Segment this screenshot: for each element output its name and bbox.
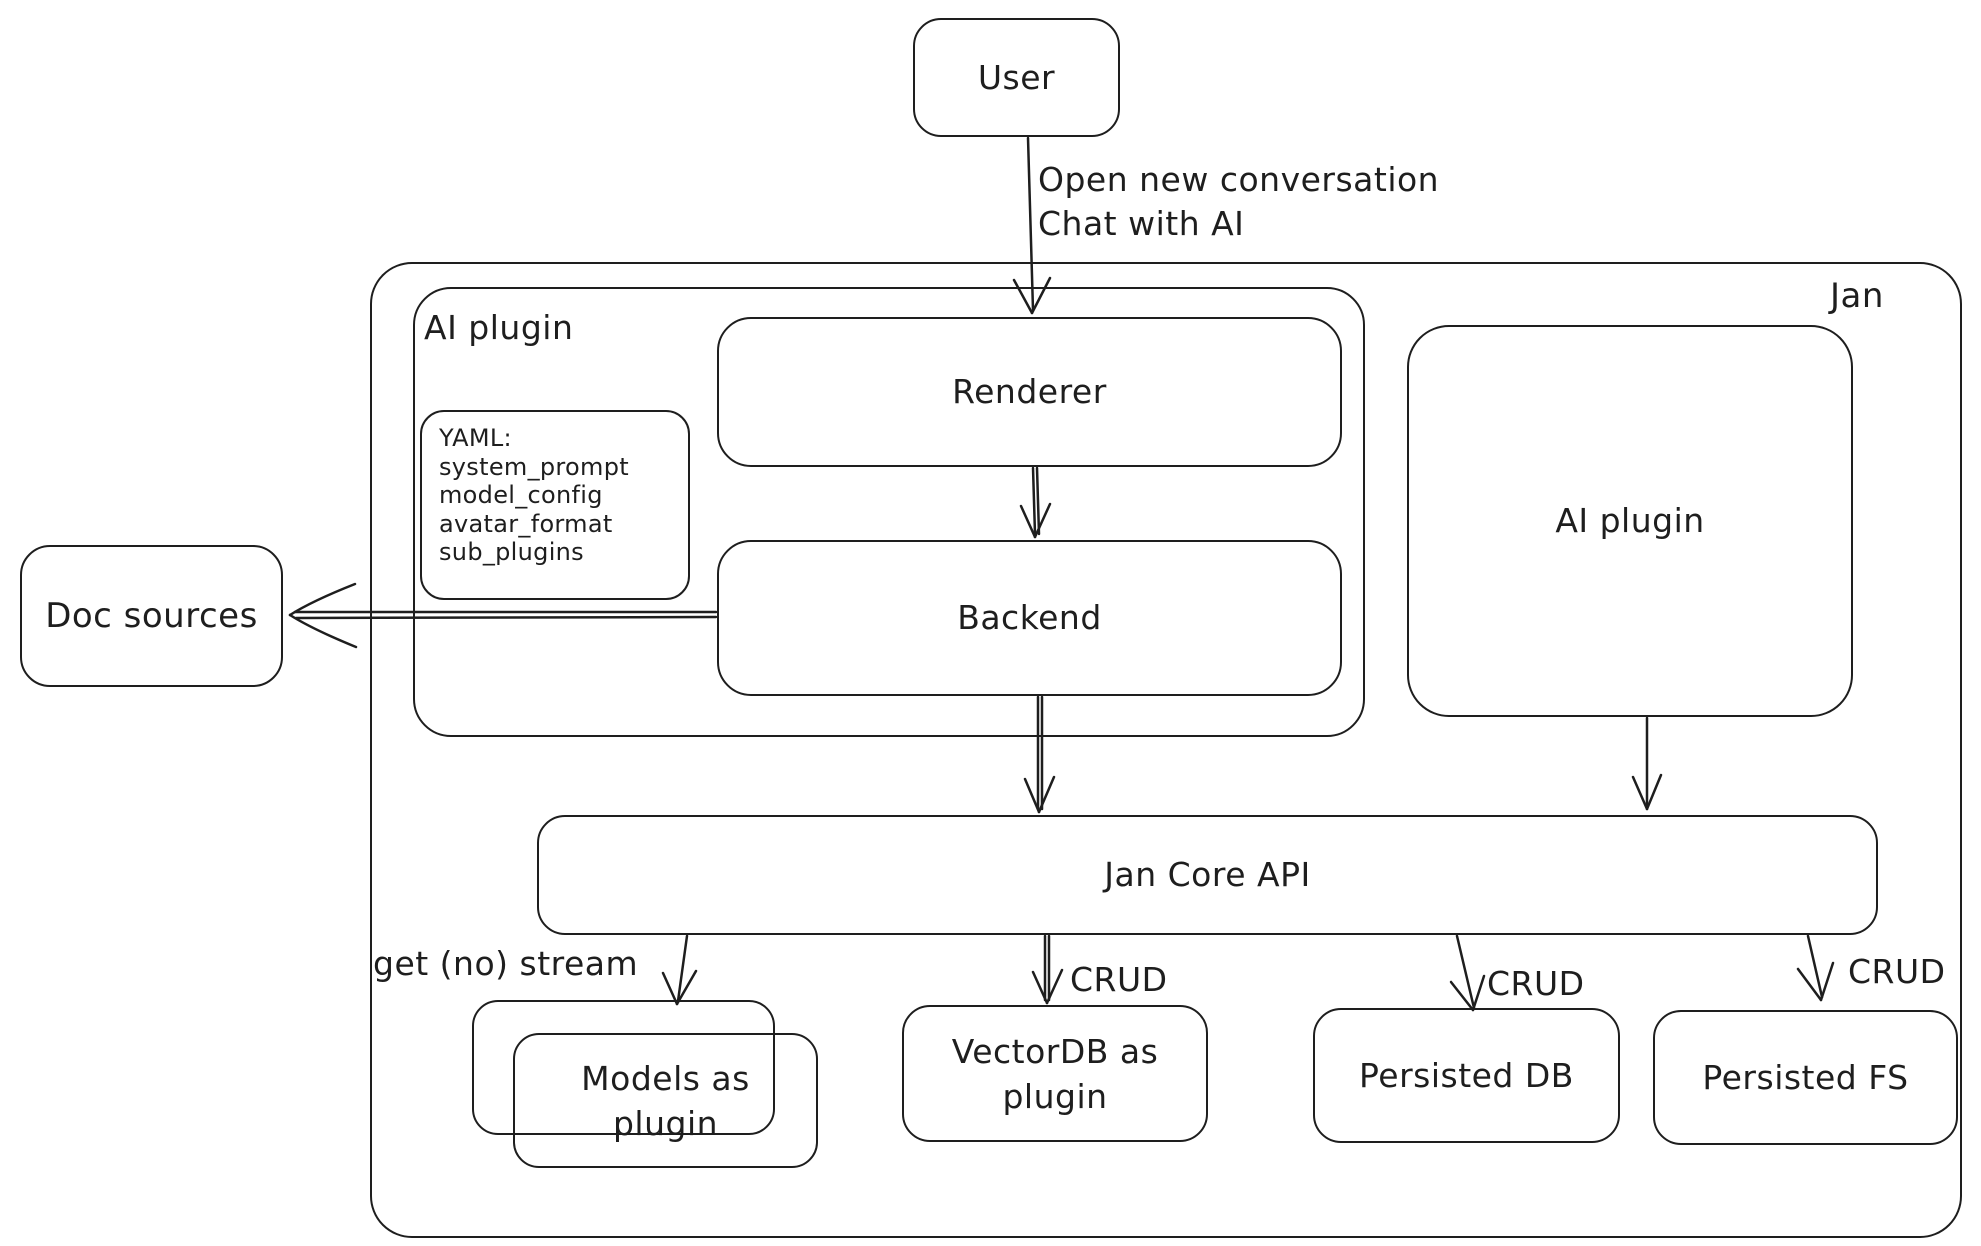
node-models-plugin-line1: Models as (581, 1058, 750, 1098)
node-ai-plugin-left-label: AI plugin (424, 308, 574, 347)
node-vectordb-plugin: VectorDB as plugin (902, 1005, 1208, 1142)
node-jan-core-api: Jan Core API (537, 815, 1878, 935)
node-renderer-label: Renderer (952, 372, 1107, 411)
node-doc-sources: Doc sources (20, 545, 283, 687)
yaml-note-line1: YAML: (439, 424, 512, 452)
node-ai-plugin-left (413, 287, 1365, 737)
node-vectordb-plugin-line1: VectorDB as (951, 1031, 1159, 1071)
node-models-plugin: Models as plugin (513, 1033, 818, 1168)
edge-label-crud-persisted-db: CRUD (1487, 964, 1585, 1003)
yaml-note-line2: system_prompt (439, 452, 629, 481)
node-user-label: User (977, 57, 1056, 97)
yaml-note-line4: avatar_format (439, 509, 613, 538)
node-persisted-db: Persisted DB (1313, 1008, 1620, 1143)
node-persisted-db-label: Persisted DB (1359, 1055, 1574, 1095)
edge-label-crud-vectordb: CRUD (1070, 960, 1168, 999)
edge-label-crud-persisted-fs: CRUD (1848, 952, 1946, 991)
node-doc-sources-label: Doc sources (45, 596, 258, 636)
node-backend-label: Backend (957, 598, 1102, 637)
node-ai-plugin-right: AI plugin (1407, 325, 1853, 717)
node-renderer: Renderer (717, 317, 1342, 467)
yaml-note-line3: model_config (439, 481, 603, 509)
yaml-note-line5: sub_plugins (439, 538, 584, 566)
node-backend: Backend (717, 540, 1342, 696)
node-yaml-note: YAML: system_prompt model_config avatar_… (420, 410, 690, 600)
edge-label-user-to-jan-line1: Open new conversation (1038, 160, 1440, 199)
edge-label-user-to-jan: Open new conversation Chat with AI (1038, 158, 1439, 246)
node-persisted-fs-label: Persisted FS (1702, 1057, 1909, 1097)
node-models-plugin-outer (472, 1000, 775, 1135)
node-jan-container (370, 262, 1962, 1238)
node-jan-container-label: Jan (1830, 276, 1884, 316)
node-jan-core-api-label: Jan Core API (1104, 855, 1311, 894)
node-persisted-fs: Persisted FS (1653, 1010, 1958, 1145)
edge-label-user-to-jan-line2: Chat with AI (1038, 204, 1245, 243)
node-models-plugin-line2: plugin (612, 1103, 719, 1143)
node-vectordb-plugin-line2: plugin (1002, 1076, 1108, 1116)
node-user: User (913, 18, 1120, 137)
node-ai-plugin-right-label: AI plugin (1555, 501, 1705, 540)
edge-label-get-no-stream: get (no) stream (373, 944, 639, 983)
